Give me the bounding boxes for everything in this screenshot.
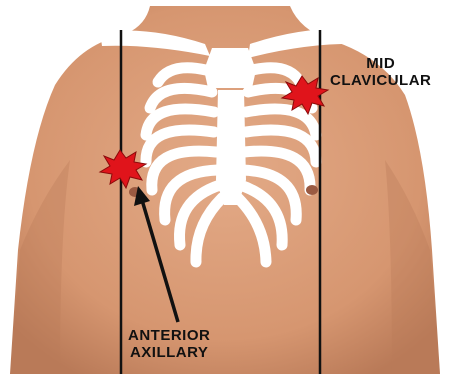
right-nipple <box>306 185 318 195</box>
mid-clavicular-label-line1: MID <box>330 56 431 73</box>
mid-clavicular-label-line2: CLAVICULAR <box>330 73 431 90</box>
anterior-axillary-label-line2: AXILLARY <box>128 345 210 362</box>
anterior-axillary-label: ANTERIOR AXILLARY <box>128 328 210 361</box>
anterior-axillary-label-line1: ANTERIOR <box>128 328 210 345</box>
mid-clavicular-label: MID CLAVICULAR <box>330 56 431 89</box>
